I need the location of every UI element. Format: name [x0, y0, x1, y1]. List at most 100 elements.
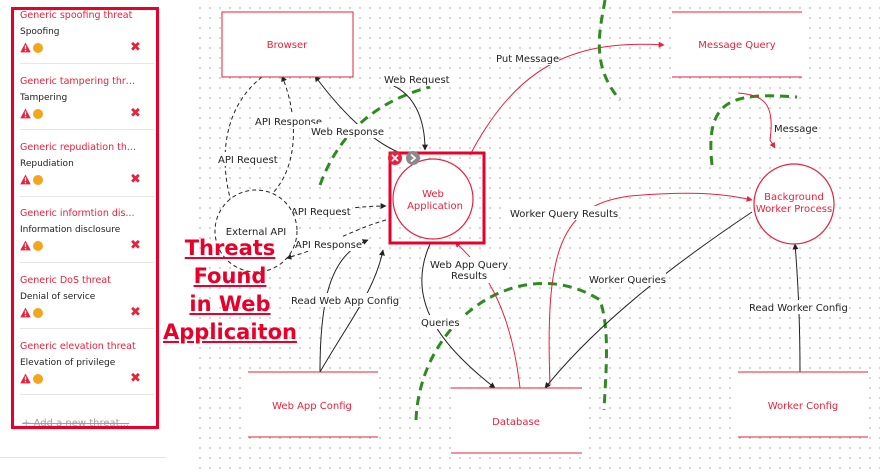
delete-x-icon[interactable]: ✖: [130, 371, 141, 386]
flow-worker-queries[interactable]: [544, 211, 753, 389]
severity-dot-icon: [33, 43, 43, 53]
node-label-worker-config: Worker Config: [768, 401, 839, 412]
annotation-line: in Web: [189, 292, 271, 316]
diagram-canvas[interactable]: Web Request Put Message API Response Web…: [192, 0, 880, 474]
warning-triangle-icon: [20, 373, 31, 384]
flow-web-app-query-results[interactable]: [454, 241, 521, 389]
flow-label-queries: Queries: [421, 318, 460, 329]
flow-label-message: Message: [774, 124, 818, 135]
node-label-background-worker: Worker Process: [756, 204, 832, 215]
node-background-worker[interactable]: Background Worker Process: [753, 163, 835, 245]
remove-node-icon[interactable]: [388, 151, 402, 165]
flow-message[interactable]: [737, 92, 776, 149]
separator: [20, 129, 154, 130]
threat-item-tampering[interactable]: Generic tampering threat Tampering ✖: [20, 76, 150, 122]
delete-x-icon[interactable]: ✖: [130, 305, 141, 320]
node-external-api[interactable]: External API: [214, 189, 298, 273]
link-node-icon[interactable]: [406, 151, 420, 165]
threat-type: Tampering: [20, 93, 68, 103]
separator: [20, 394, 154, 395]
warning-triangle-icon: [20, 174, 31, 185]
flow-web-request[interactable]: [382, 81, 428, 151]
threat-item-repudiation[interactable]: Generic repudiation th... Repudiation ✖: [20, 142, 150, 188]
flow-labels: Web Request Put Message API Response Web…: [217, 51, 848, 329]
flow-label-api-response: API Response: [255, 117, 322, 128]
diagram-svg: Web Request Put Message API Response Web…: [214, 0, 868, 454]
flow-api-response-1[interactable]: [257, 75, 294, 206]
threat-item-spoofing[interactable]: Generic spoofing threat Spoofing ✖: [20, 10, 150, 56]
separator: [20, 63, 154, 64]
severity-dot-icon: [33, 308, 43, 318]
flow-label-put-message: Put Message: [496, 54, 559, 65]
threat-item-information-disclosure[interactable]: Generic informtion dis... Information di…: [20, 208, 150, 254]
flow-label-worker-query-results: Worker Query Results: [510, 209, 618, 220]
trust-boundary[interactable]: [414, 281, 608, 421]
node-message-query[interactable]: Message Query: [672, 11, 802, 78]
node-label-background-worker: Background: [764, 192, 824, 203]
node-label-web-application: Web: [422, 189, 444, 200]
trust-boundary[interactable]: [597, 0, 622, 101]
node-label-browser: Browser: [267, 40, 308, 51]
threat-type: Information disclosure: [20, 225, 121, 235]
severity-dot-icon: [33, 109, 43, 119]
flow-label-api-request: API Request: [291, 207, 351, 218]
threat-type: Denial of service: [20, 292, 96, 302]
flow-label-web-response: Web Response: [311, 127, 384, 138]
flow-label-read-worker-config: Read Worker Config: [749, 303, 848, 314]
warning-triangle-icon: [20, 42, 31, 53]
add-threat-label: Add a new threat...: [33, 418, 130, 429]
threat-item-denial-of-service[interactable]: Generic DoS threat Denial of service ✖: [20, 275, 150, 321]
warning-triangle-icon: [20, 108, 31, 119]
separator: [0, 457, 166, 458]
node-worker-config[interactable]: Worker Config: [738, 371, 868, 438]
flow-worker-query-results[interactable]: [548, 192, 753, 386]
highlight-box: [11, 7, 159, 429]
trust-boundary[interactable]: [709, 94, 798, 166]
delete-x-icon[interactable]: ✖: [130, 40, 141, 55]
annotation-line: Applicaiton: [163, 320, 297, 344]
node-label-database: Database: [492, 417, 540, 428]
flow-label-api-request: API Request: [218, 155, 278, 166]
node-label-message-query: Message Query: [698, 40, 775, 51]
flow-api-request-1[interactable]: [224, 76, 263, 206]
flow-label-web-app-query-results: Results: [451, 271, 487, 282]
node-database[interactable]: Database: [451, 387, 582, 454]
trust-boundary[interactable]: [318, 85, 431, 186]
diagram-nodes: Browser Message Query Web Application Ba…: [214, 11, 868, 454]
node-web-application[interactable]: Web Application: [388, 151, 486, 245]
flow-label-web-request: Web Request: [384, 75, 450, 86]
threats-annotation: Threats Found in Web Applicaiton: [162, 234, 298, 346]
add-threat-link[interactable]: + Add a new threat...: [22, 418, 129, 429]
annotation-line: Threats: [184, 236, 276, 260]
severity-dot-icon: [33, 374, 43, 384]
delete-x-icon[interactable]: ✖: [130, 238, 141, 253]
node-label-external-api: External API: [226, 227, 287, 238]
node-label-web-application: Application: [407, 201, 463, 212]
node-browser[interactable]: [221, 11, 354, 78]
severity-dot-icon: [33, 241, 43, 251]
threat-sidebar: Generic spoofing threat Spoofing ✖ Gener…: [0, 0, 166, 474]
separator: [20, 196, 154, 197]
severity-dot-icon: [33, 175, 43, 185]
warning-triangle-icon: [20, 307, 31, 318]
separator: [20, 262, 154, 263]
warning-triangle-icon: [20, 240, 31, 251]
threat-item-elevation-of-privilege[interactable]: Generic elevation threat Elevation of pr…: [20, 341, 150, 387]
plus-icon: +: [22, 418, 34, 429]
node-label-web-app-config: Web App Config: [272, 401, 352, 412]
flow-label-web-app-query-results: Web App Query: [430, 260, 508, 271]
flow-read-web-app-config-2[interactable]: [319, 249, 385, 373]
flow-label-read-web-app-config: Read Web App Config: [291, 296, 399, 307]
flow-web-response[interactable]: [314, 75, 399, 153]
flow-label-api-response: API Response: [295, 240, 362, 251]
annotation-line: Found: [193, 264, 267, 288]
threat-type: Repudiation: [20, 159, 74, 169]
threat-type: Spoofing: [20, 27, 60, 37]
threat-type: Elevation of privilege: [20, 358, 116, 368]
highlight-box: [388, 151, 486, 245]
flow-label-worker-queries: Worker Queries: [589, 275, 666, 286]
delete-x-icon[interactable]: ✖: [130, 106, 141, 121]
delete-x-icon[interactable]: ✖: [130, 172, 141, 187]
node-web-app-config[interactable]: Web App Config: [248, 371, 378, 438]
separator: [20, 328, 154, 329]
